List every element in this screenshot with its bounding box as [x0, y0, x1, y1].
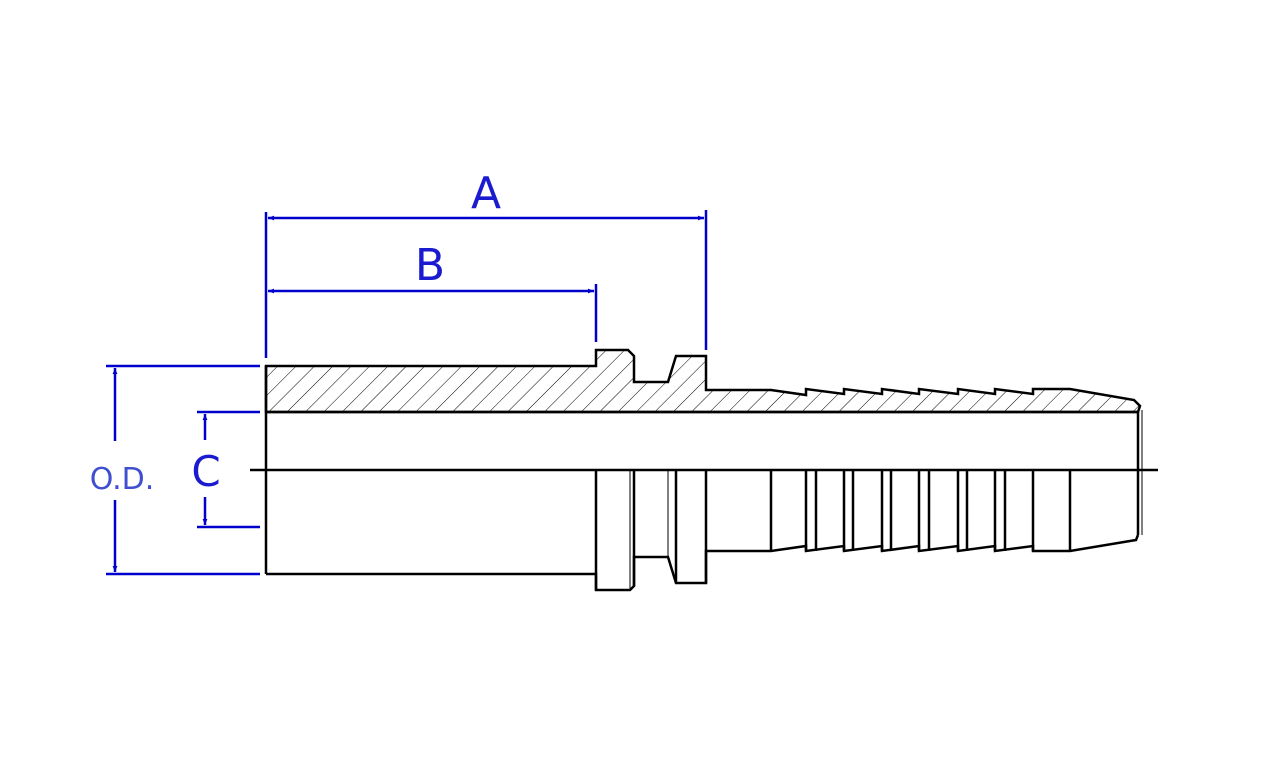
dimension-b-label: B: [415, 240, 445, 291]
external-view: [264, 366, 1140, 592]
dimension-a: [264, 210, 708, 358]
dimension-c: [197, 410, 260, 529]
dimension-a-label: A: [471, 168, 501, 219]
dimension-b: [268, 284, 598, 342]
dimension-od-label: O.D.: [90, 462, 155, 497]
dimension-c-label: C: [191, 447, 220, 496]
dimension-od: [106, 364, 260, 576]
bore-outline: [266, 410, 1143, 535]
section-hatch: [264, 348, 1142, 414]
